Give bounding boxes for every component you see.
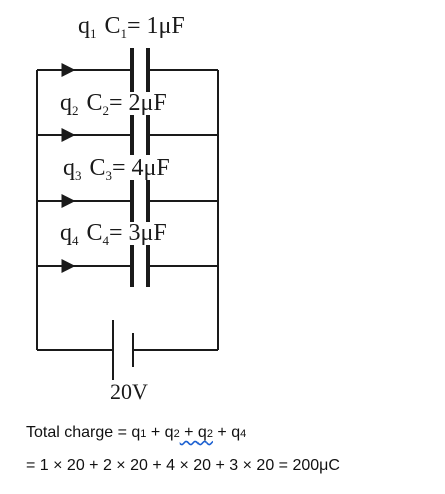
battery-label: 20V	[110, 379, 148, 404]
current-arrows	[40, 63, 76, 273]
calculation-line: = 1 × 20 + 2 × 20 + 4 × 20 + 3 × 20 = 20…	[26, 457, 340, 474]
total-charge-line: Total charge = q1 + q2 + q2 + q4	[26, 424, 247, 441]
spelling-marked-text: + q2	[179, 424, 213, 441]
capacitor-plates	[130, 48, 150, 287]
